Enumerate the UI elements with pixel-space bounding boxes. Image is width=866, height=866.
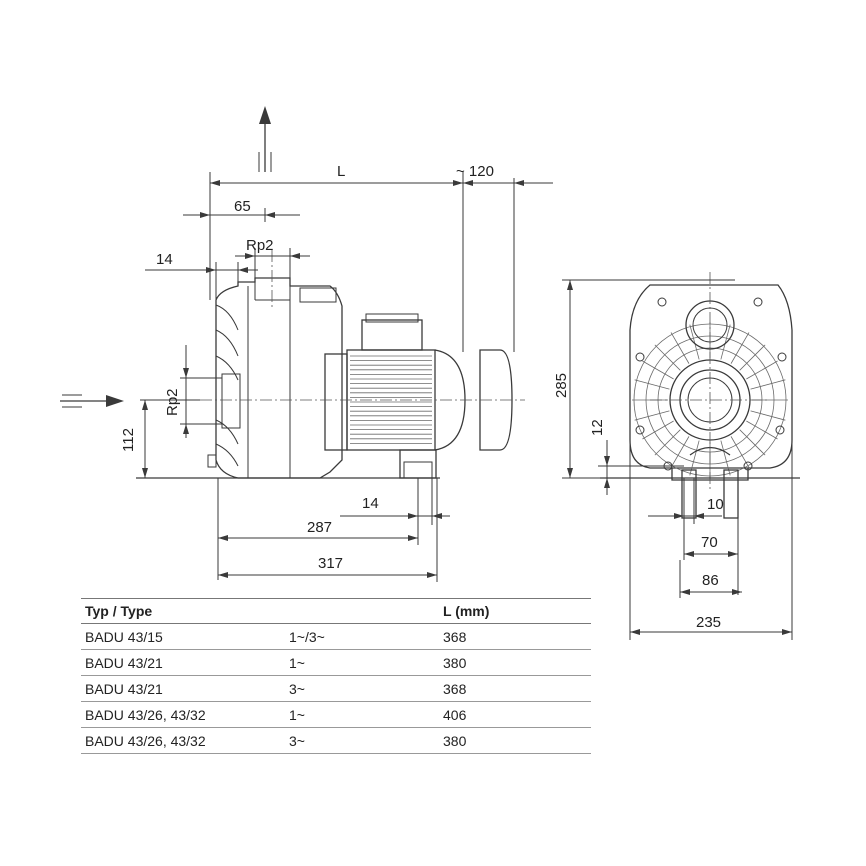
header-type: Typ / Type — [81, 598, 285, 624]
dim-label-10: 10 — [707, 496, 724, 513]
header-phase — [285, 598, 433, 624]
dim-suction-thread: Rp2 — [164, 345, 222, 438]
table-row: BADU 43/21 3~ 368 — [81, 675, 591, 702]
dim-label-317: 317 — [318, 555, 343, 572]
dim-foot-spacing: 287 — [217, 478, 419, 580]
dim-foot-hole-spacing: 70 — [683, 478, 739, 595]
table-row: BADU 43/15 1~/3~ 368 — [81, 623, 591, 650]
dim-label-285: 285 — [553, 373, 570, 398]
dim-length-L: L — [209, 163, 464, 352]
dim-foot-height: 12 — [589, 419, 684, 495]
dim-label-14-foot: 14 — [362, 495, 379, 512]
dim-flange-offset: 14 — [145, 251, 258, 300]
cell-length: 380 — [433, 649, 591, 676]
dim-label-rp2-side: Rp2 — [164, 388, 181, 416]
motor — [324, 313, 513, 479]
dim-label-clearance: ~ 120 — [456, 163, 494, 180]
table-header-row: Typ / Type L (mm) — [81, 598, 591, 624]
dim-motor-clearance: ~ 120 — [456, 163, 553, 352]
dim-hole-width: 10 — [648, 478, 724, 524]
header-length: L (mm) — [433, 598, 591, 624]
cell-length: 406 — [433, 701, 591, 728]
cell-phase: 3~ — [285, 675, 433, 702]
front-view: 285 12 10 70 — [553, 272, 800, 640]
cell-length: 380 — [433, 727, 591, 754]
dim-label-112: 112 — [120, 428, 137, 452]
dim-label-70: 70 — [701, 534, 718, 551]
pump-front-outline — [629, 284, 793, 469]
dim-discharge-thread: Rp2 — [235, 237, 310, 282]
cell-type: BADU 43/21 — [81, 649, 285, 676]
dim-label-rp2-top: Rp2 — [246, 237, 274, 254]
dim-label-L: L — [337, 163, 345, 180]
dim-suction-offset: 65 — [183, 198, 300, 222]
model-length-table: Typ / Type L (mm) BADU 43/15 1~/3~ 368 B… — [81, 598, 591, 754]
cell-phase: 1~/3~ — [285, 623, 433, 650]
cell-type: BADU 43/15 — [81, 623, 285, 650]
dim-overall-width: 235 — [629, 440, 793, 640]
table-row: BADU 43/21 1~ 380 — [81, 649, 591, 676]
table-row: BADU 43/26, 43/32 1~ 406 — [81, 701, 591, 728]
suction-flow-arrow — [60, 394, 124, 408]
dim-label-14-top: 14 — [156, 251, 173, 268]
side-view: L ~ 120 65 Rp2 — [60, 106, 553, 582]
cell-length: 368 — [433, 623, 591, 650]
dim-label-86: 86 — [702, 572, 719, 589]
cell-type: BADU 43/26, 43/32 — [81, 701, 285, 728]
dim-overall-height: 285 — [553, 279, 735, 479]
cell-phase: 1~ — [285, 649, 433, 676]
dim-foot-width: 14 — [340, 478, 450, 525]
dim-axis-height: 112 — [120, 399, 200, 478]
pump-housing — [207, 277, 343, 479]
motor-cooling-fins — [350, 355, 432, 444]
cell-type: BADU 43/21 — [81, 675, 285, 702]
cell-phase: 3~ — [285, 727, 433, 754]
cell-length: 368 — [433, 675, 591, 702]
dim-foot-outer-spacing: 86 — [679, 560, 742, 598]
dim-base-length: 317 — [218, 478, 438, 582]
dim-label-235: 235 — [696, 614, 721, 631]
dim-label-287: 287 — [307, 519, 332, 536]
cell-type: BADU 43/26, 43/32 — [81, 727, 285, 754]
table-row: BADU 43/26, 43/32 3~ 380 — [81, 727, 591, 754]
dim-label-65: 65 — [234, 198, 251, 215]
cell-phase: 1~ — [285, 701, 433, 728]
discharge-flow-arrow — [258, 106, 272, 172]
dim-label-12: 12 — [589, 419, 606, 436]
